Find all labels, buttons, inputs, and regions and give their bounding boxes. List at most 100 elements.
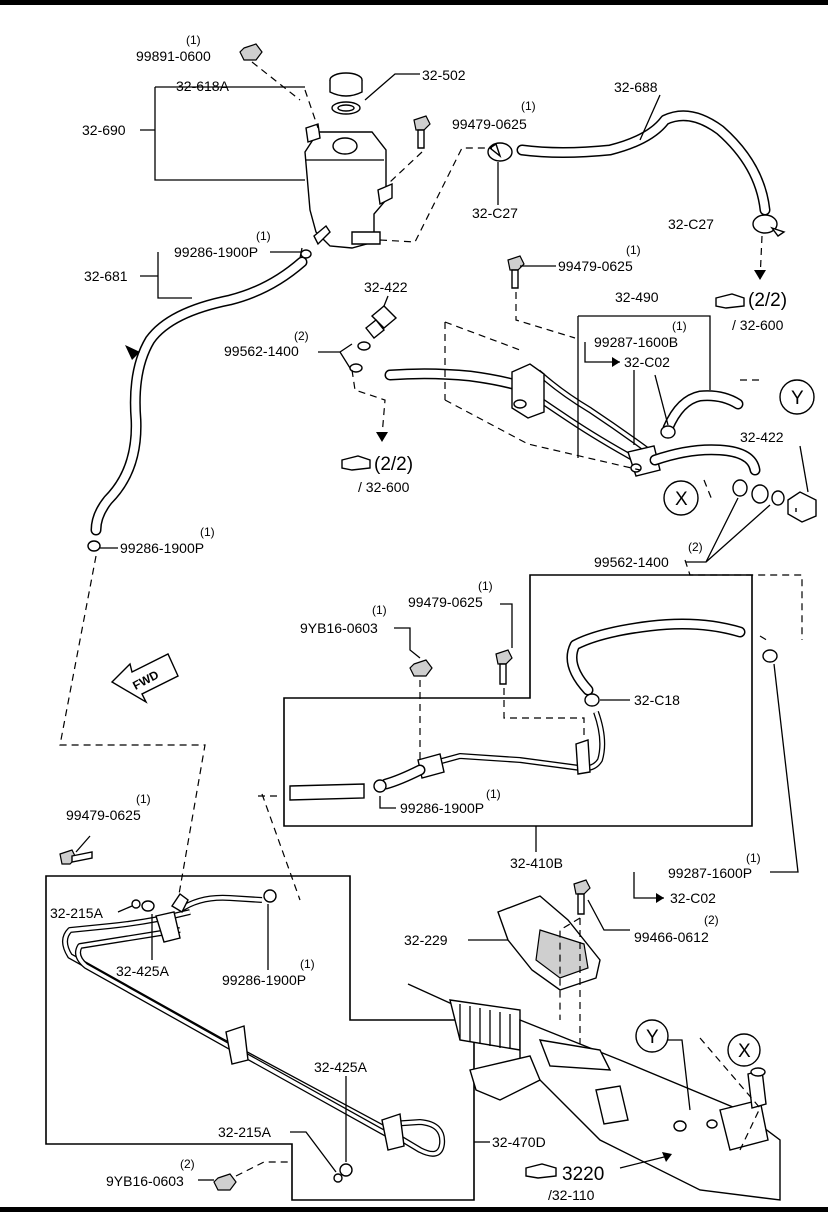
ref-2-2-a: (2/2) (748, 290, 787, 311)
leader-dash (699, 1037, 761, 1151)
grommet-32-425a-b (333, 1163, 353, 1183)
pipe-clip-4 (381, 1113, 405, 1151)
hose-end (289, 783, 365, 801)
qty-99286-1900p-b: (1) (200, 525, 215, 539)
cap-seal (331, 101, 361, 115)
nut-9yb16-b (213, 1173, 237, 1191)
fwd-arrow (110, 653, 179, 704)
hose-clip-small (125, 345, 140, 360)
steering-gear (407, 983, 781, 1201)
qty-99479-0625-b: (1) (626, 243, 641, 257)
marker-y-a (779, 379, 815, 415)
leader-clamp (654, 374, 669, 426)
bracket-32-490 (577, 315, 711, 458)
arrow-head (754, 270, 766, 280)
label-99286-1900p-d: 99286-1900P (222, 972, 306, 988)
clip-99286-b (87, 540, 101, 552)
leader-dash (515, 292, 576, 339)
leader-99562-b (686, 497, 771, 563)
label-99286-1900p-c: 99286-1900P (400, 800, 484, 816)
label-32-229: 32-229 (404, 932, 448, 948)
leader-32-c02-a (584, 342, 620, 363)
qty-9yb16-0603-b: (2) (180, 1157, 195, 1171)
label-32-c02-a: 32-C02 (624, 354, 670, 370)
label-99562-1400-b: 99562-1400 (594, 554, 669, 570)
leader-dash (379, 147, 492, 243)
leader-dash (304, 89, 319, 129)
label-99479-0625-d: 99479-0625 (66, 807, 141, 823)
ref-3220: 3220 (562, 1164, 604, 1185)
qty-99287-1600p: (1) (746, 851, 761, 865)
label-32-470d: 32-470D (492, 1134, 546, 1150)
marker-x-a-text: X (675, 489, 688, 510)
label-99479-0625-a: 99479-0625 (452, 116, 527, 132)
leader-99466 (587, 899, 630, 931)
qty-99287-1600b: (1) (672, 319, 687, 333)
label-32-690: 32-690 (82, 122, 126, 138)
pointing-hand-icon (341, 455, 371, 471)
leader-99479-c (500, 603, 513, 648)
marker-y-b (635, 1019, 669, 1053)
qty-99466-0612: (2) (704, 913, 719, 927)
leader-dash (684, 479, 803, 640)
bolt-99466 (573, 879, 591, 915)
heat-shield-32-229 (497, 895, 601, 991)
label-99466-0612: 99466-0612 (634, 929, 709, 945)
marker-y-b-text: Y (646, 1027, 659, 1048)
label-32-c27-a: 32-C27 (472, 205, 518, 221)
leader-dash (759, 635, 771, 643)
pointing-hand-icon (715, 293, 745, 309)
label-32-215a-a: 32-215A (50, 905, 104, 921)
bracket-32-690 (140, 86, 305, 181)
marker-x-a (663, 480, 699, 516)
ref-32-110: /32-110 (548, 1187, 595, 1203)
qty-99891-0600: (1) (186, 33, 201, 47)
clamp-32-c27-b (752, 214, 786, 237)
label-99479-0625-b: 99479-0625 (558, 258, 633, 274)
hose-32-681 (90, 256, 308, 536)
label-32-c18: 32-C18 (634, 692, 680, 708)
leader-dash (444, 321, 760, 471)
leader-99479-d (75, 835, 91, 853)
bolt-99479-c (495, 649, 513, 685)
pipe-clip-3 (225, 1025, 249, 1065)
leader-99287-1600p (770, 663, 799, 873)
leader-dash (235, 1161, 292, 1177)
leader-dash (258, 793, 301, 901)
label-99562-1400-a: 99562-1400 (224, 343, 299, 359)
label-32-618a: 32-618A (176, 78, 230, 94)
ref-2-2-b: (2/2) (374, 454, 413, 475)
box-32-470d (45, 875, 475, 1201)
qty-99479-0625-c: (1) (478, 579, 493, 593)
bolt-99479-a (413, 115, 431, 149)
clip-99286-a (300, 249, 312, 259)
clamp-32-c27-a (487, 142, 513, 162)
washer-99562-a (349, 341, 371, 373)
leader-3220 (619, 1155, 669, 1169)
qty-99479-0625-d: (1) (136, 792, 151, 806)
box-32-410b (283, 574, 753, 827)
leader-dash (251, 61, 301, 101)
label-99287-1600p: 99287-1600P (668, 865, 752, 881)
bolt-99479-d (59, 849, 93, 865)
nut-99891 (239, 43, 263, 61)
nut-9yb16-a (409, 659, 433, 677)
leader-9yb16-a (394, 627, 421, 659)
leader-99286-c (379, 796, 396, 809)
qty-99286-1900p-a: (1) (256, 229, 271, 243)
clamp-99287-1600p (762, 649, 778, 663)
arrow-head (376, 432, 388, 442)
reservoir-cap (329, 72, 363, 97)
clamp-32-c18 (584, 693, 600, 707)
bolt-99479-b (507, 255, 525, 289)
label-32-422-a: 32-422 (364, 279, 408, 295)
leader-dash (59, 555, 206, 901)
label-32-410b: 32-410B (510, 855, 563, 871)
label-32-c02-b: 32-C02 (670, 890, 716, 906)
label-32-215a-b: 32-215A (218, 1124, 272, 1140)
top-border (0, 0, 828, 5)
reservoir-tank (304, 123, 393, 249)
leader-32-422-b (799, 445, 809, 493)
ref-32-600-b: / 32-600 (358, 479, 410, 495)
